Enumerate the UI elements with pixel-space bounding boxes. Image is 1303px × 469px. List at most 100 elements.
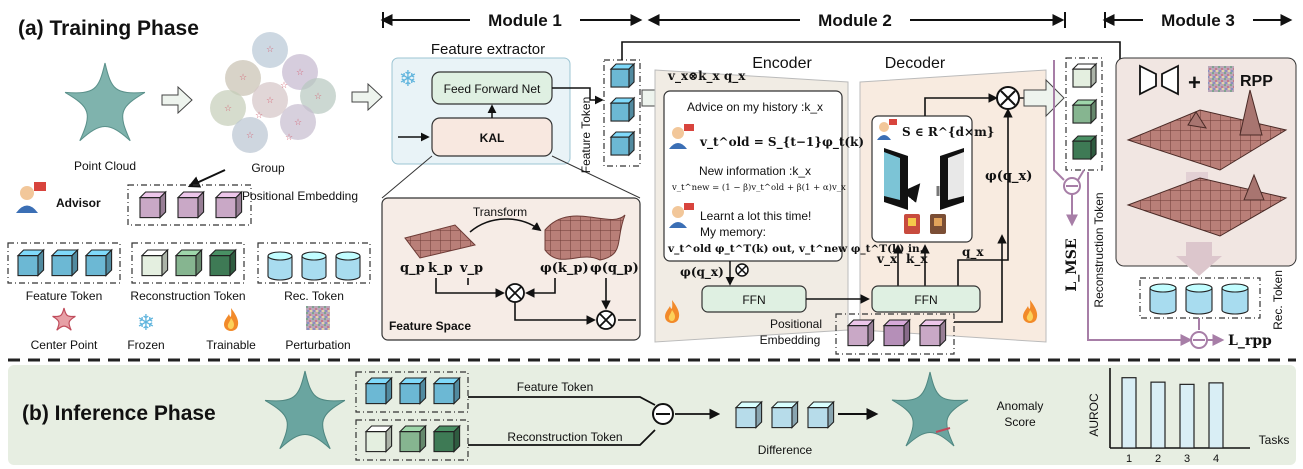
l-rpp: L_rpp	[1228, 333, 1272, 349]
feature-token-cube	[432, 376, 461, 405]
difference-cube	[734, 400, 763, 429]
perturbation-icon	[306, 306, 330, 330]
anomaly-mark	[935, 427, 951, 433]
rec-token-cylinder	[1149, 283, 1177, 315]
reconstruction-token-cube	[140, 248, 169, 277]
new-info-text: New information :k_x	[699, 164, 811, 178]
memory-formula: v_t^old φ_t^T(k) out, v_t^new φ_t^T(k) i…	[667, 243, 923, 256]
flame-icon	[665, 300, 680, 323]
legend-center-point: Center Point	[31, 338, 98, 352]
ffn-label: Feed Forward Net	[444, 82, 541, 96]
flat-grid	[404, 224, 476, 259]
pe-cube	[176, 190, 205, 219]
mask-shape-icon	[1139, 64, 1179, 96]
arrow-group-module1	[351, 82, 383, 112]
rec-token-cylinder	[1185, 283, 1213, 315]
legend-recon-box	[131, 242, 245, 284]
legend-perturbation: Perturbation	[285, 338, 350, 352]
decoder-title: Decoder	[885, 55, 946, 72]
rec-token-cylinder	[1221, 283, 1249, 315]
enc-phi-qx: φ(q_x)	[680, 265, 724, 280]
feature-token-cube	[50, 248, 79, 277]
rec-token-row	[1139, 277, 1261, 319]
svg-text:☆: ☆	[296, 68, 304, 78]
qp-label: q_p	[400, 261, 425, 276]
rec-token-cylinder	[301, 251, 327, 281]
advisor-icon	[16, 182, 46, 213]
subtract-icon	[1190, 331, 1208, 349]
module2-label: Module 2	[818, 11, 892, 30]
reconstruction-token-cube	[364, 424, 393, 453]
arrow-pc-group	[161, 85, 193, 115]
book-icon	[904, 214, 920, 234]
anomaly-score-2: Score	[1004, 415, 1036, 429]
svg-text:☆: ☆	[280, 81, 288, 91]
chart-x-label: Tasks	[1259, 433, 1290, 447]
pe-cube	[882, 318, 911, 347]
plus-sign: +	[1188, 70, 1201, 95]
kal-label: KAL	[480, 131, 505, 145]
dec-ffn-box	[871, 285, 981, 313]
chart-tick-label: 4	[1213, 453, 1219, 465]
rec-token-vertical: Rec. Token	[1271, 270, 1285, 330]
difference-cubes	[734, 400, 835, 429]
svg-text:☆: ☆	[294, 118, 302, 128]
arrow-to-rec	[1176, 242, 1222, 276]
svg-text:☆: ☆	[255, 111, 263, 121]
chart-bar	[1179, 383, 1195, 449]
reconstruction-token-cube	[1071, 62, 1098, 89]
pe-cube	[846, 318, 875, 347]
multiply-icon	[735, 263, 749, 277]
pe-cubes	[138, 190, 243, 219]
recon-token-cubes	[1071, 62, 1098, 161]
point-cloud-label: Point Cloud	[74, 159, 136, 173]
encoder-memory-box	[663, 90, 843, 262]
legend-trainable: Trainable	[206, 338, 256, 352]
inf-feature-box	[355, 371, 469, 413]
recon-token-vertical: Reconstruction Token	[1092, 192, 1106, 307]
anomaly-score-1: Anomaly	[997, 399, 1044, 413]
svg-text:☆: ☆	[224, 104, 232, 114]
feature-token-cube	[364, 376, 393, 405]
feature-space-label: Feature Space	[389, 319, 471, 333]
m2-pe-label-2: Embedding	[760, 333, 821, 347]
rpp-label: RPP	[1240, 73, 1273, 90]
snowflake-icon: ❄	[399, 66, 417, 91]
positional-embedding-box	[127, 184, 252, 226]
legend-feature-token: Feature Token	[26, 289, 103, 303]
reconstruction-token-cube	[1071, 98, 1098, 125]
flame-icon	[1023, 300, 1038, 323]
reconstruction-token-cube	[1071, 134, 1098, 161]
rec-token-cylinder	[267, 251, 293, 281]
inference-cubes	[364, 376, 461, 453]
module3-label: Module 3	[1161, 11, 1235, 30]
difference-cube	[770, 400, 799, 429]
decoder-memory-box	[871, 115, 973, 243]
m2-pe-box	[835, 313, 955, 355]
multiply-icon	[505, 283, 525, 303]
inf-recon-label: Reconstruction Token	[507, 430, 622, 444]
reconstruction-token-cube	[398, 424, 427, 453]
surface-plot-top	[1126, 89, 1288, 171]
multiply-icon	[596, 310, 616, 330]
chart-tick-label: 1	[1126, 453, 1132, 465]
chart-bar	[1121, 377, 1137, 449]
kp-label: k_p	[428, 261, 453, 276]
chart-y-label: AUROC	[1087, 393, 1101, 437]
phi-kp-label: φ(k_p)	[540, 261, 589, 276]
advisor-icon	[669, 203, 694, 228]
svg-text:☆: ☆	[285, 133, 293, 143]
svg-text:☆: ☆	[314, 92, 322, 102]
group-icon: ☆☆☆ ☆☆☆ ☆☆☆ ☆☆	[210, 32, 336, 153]
snowflake-icon: ❄	[137, 310, 155, 335]
inference-panel	[8, 365, 1296, 465]
feature-token-cube	[16, 248, 45, 277]
enc-ffn-label: FFN	[742, 293, 765, 307]
dec-ffn-label: FFN	[914, 293, 937, 307]
svg-text:☆: ☆	[239, 73, 247, 83]
training-title: (a) Training Phase	[18, 17, 199, 40]
advice-text: Advice on my history :k_x	[687, 100, 823, 114]
feature-extractor-title: Feature extractor	[431, 41, 545, 58]
feature-token-cube	[609, 62, 636, 89]
